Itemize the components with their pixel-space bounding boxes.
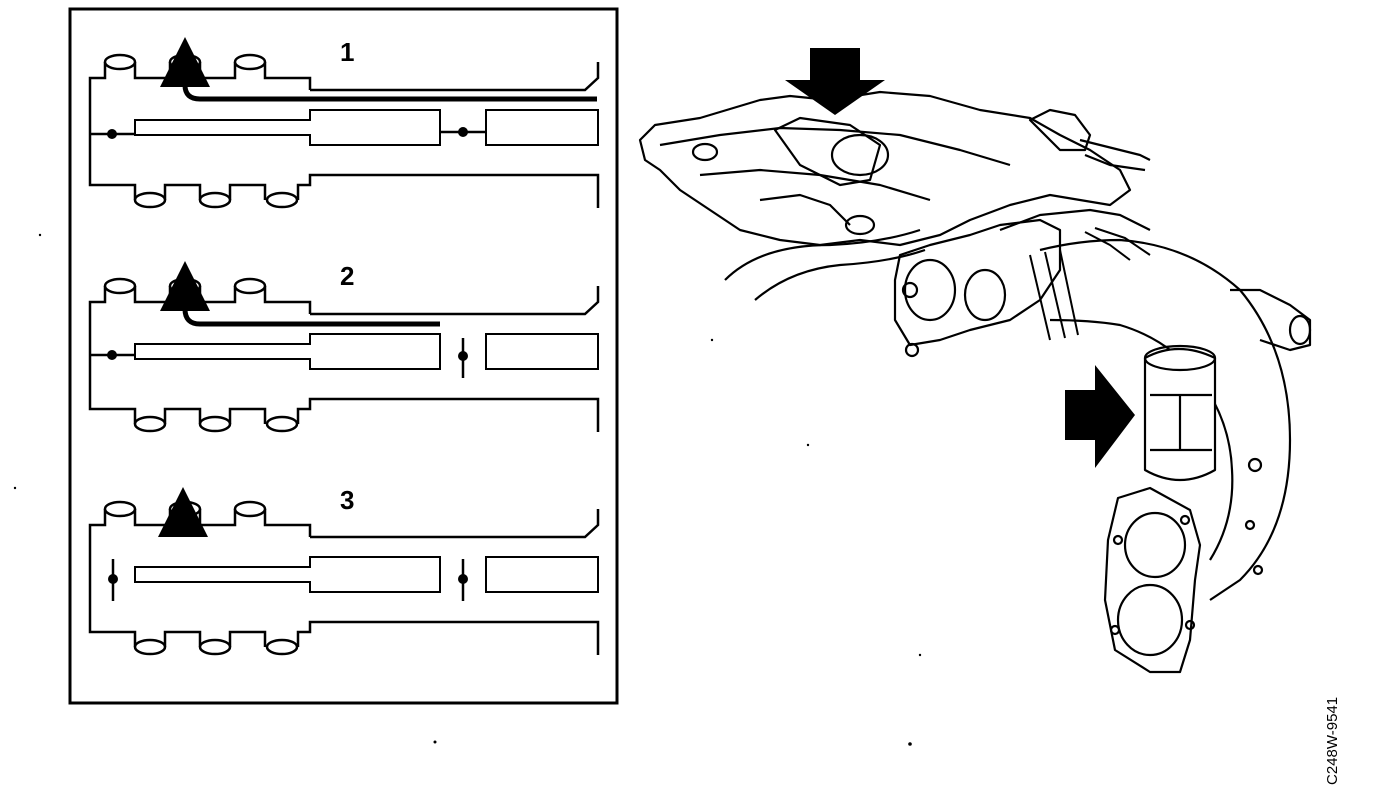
intake-assembly-illustration [638,90,1312,674]
schematic-panel-2 [88,261,600,434]
down-arrow-icon [785,48,885,115]
scan-specks [13,233,922,746]
right-arrow-icon [1065,365,1135,468]
schematic-frame [68,7,619,705]
figure-reference-code: C248W-9541 [1324,697,1341,785]
panel-label-3: 3 [340,485,354,515]
schematic-panel-3 [88,487,600,657]
panel-label-2: 2 [340,261,354,291]
panel-label-1: 1 [340,37,354,67]
schematic-panel-1 [88,37,600,210]
